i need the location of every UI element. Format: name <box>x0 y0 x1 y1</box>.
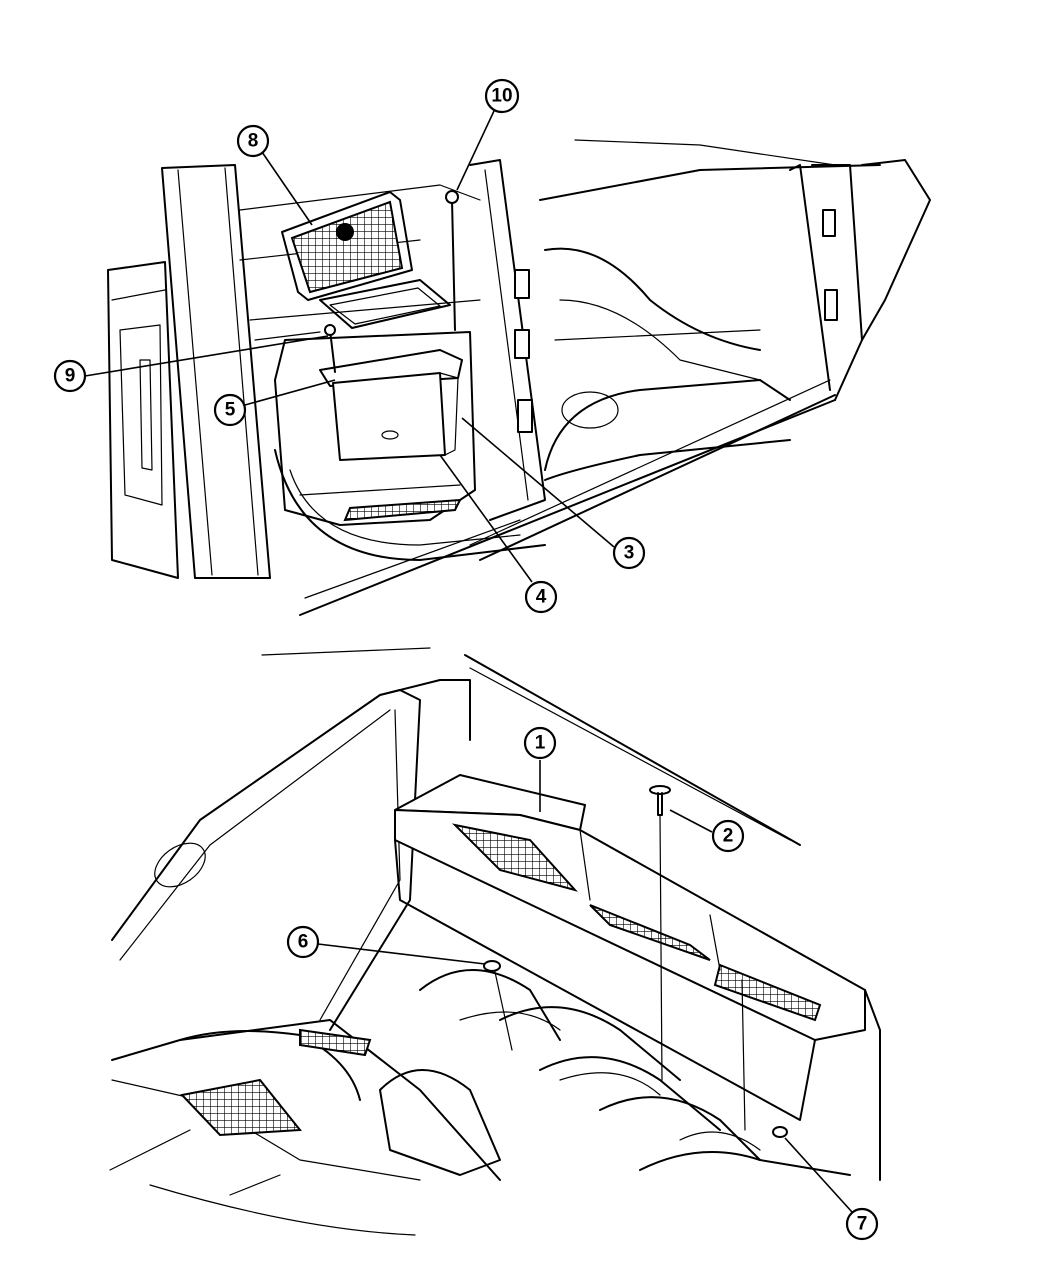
callout-6: 6 <box>286 925 486 965</box>
svg-text:9: 9 <box>65 366 76 387</box>
svg-text:6: 6 <box>298 932 309 953</box>
svg-text:2: 2 <box>723 826 734 847</box>
callout-9: 9 <box>53 335 329 393</box>
callout-7: 7 <box>784 1137 879 1241</box>
callout-1: 1 <box>523 726 557 812</box>
svg-text:5: 5 <box>225 400 236 421</box>
svg-text:3: 3 <box>624 543 635 564</box>
svg-text:1: 1 <box>535 733 546 754</box>
svg-text:10: 10 <box>491 86 512 107</box>
top-view-illustration <box>107 139 931 616</box>
callout-5: 5 <box>213 379 336 427</box>
callout-3: 3 <box>461 417 646 570</box>
callout-10: 10 <box>456 78 520 191</box>
bottom-view-illustration <box>109 647 881 1236</box>
svg-text:7: 7 <box>857 1214 868 1235</box>
callout-8: 8 <box>236 124 313 226</box>
callout-4: 4 <box>439 454 558 614</box>
svg-text:4: 4 <box>536 587 547 608</box>
callout-2: 2 <box>669 809 745 853</box>
svg-text:8: 8 <box>248 131 259 152</box>
